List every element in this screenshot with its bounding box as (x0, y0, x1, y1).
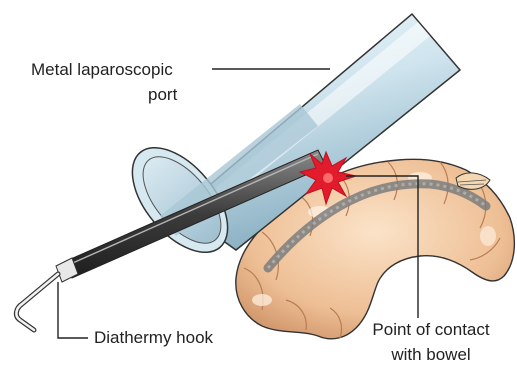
contact-label-line2: with bowel (351, 345, 511, 365)
port-label-line2: port (148, 85, 177, 105)
contact-label-line1: Point of contact (351, 320, 511, 340)
port-label-line1: Metal laparoscopic (31, 60, 173, 80)
hook-leader (58, 282, 88, 338)
hook-label: Diathermy hook (94, 328, 213, 348)
